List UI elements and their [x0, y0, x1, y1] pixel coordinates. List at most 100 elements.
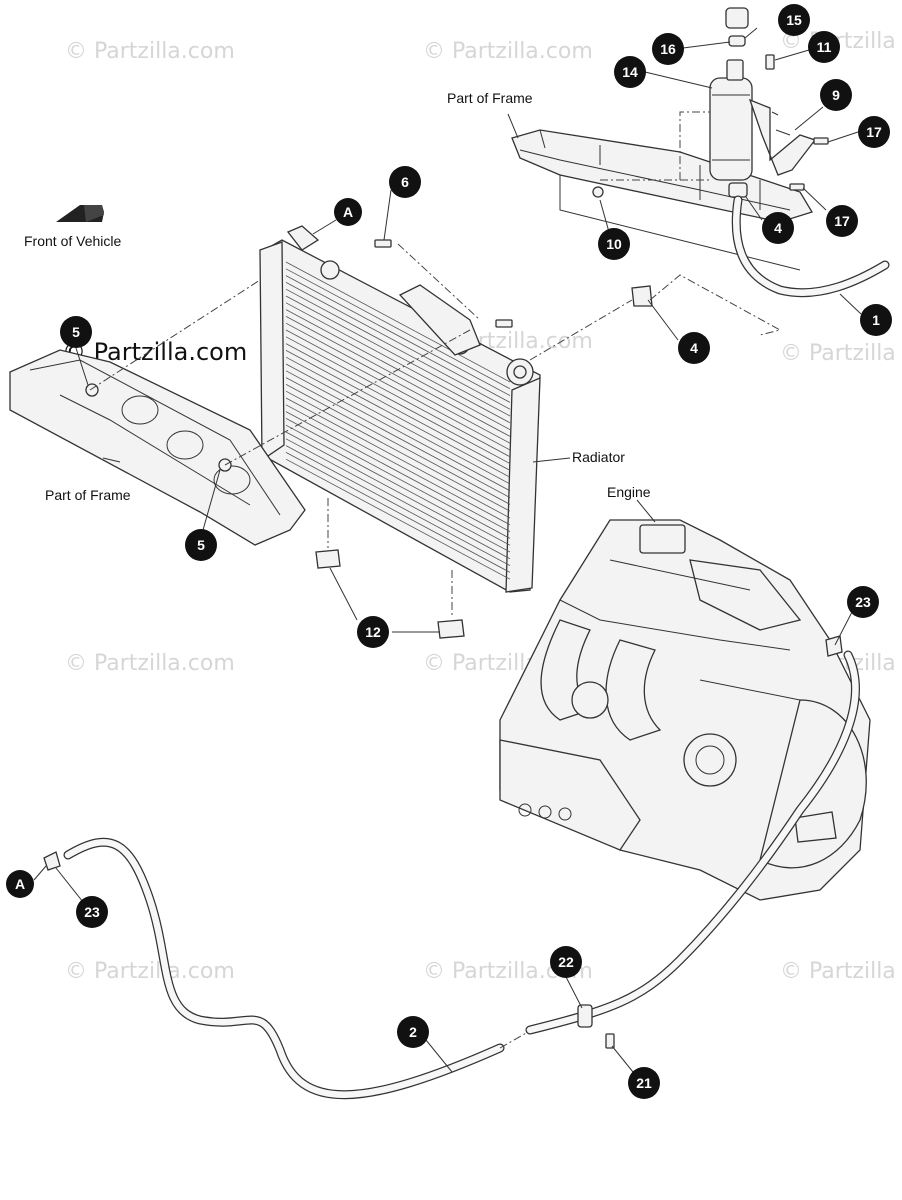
- svg-text:15: 15: [786, 12, 802, 28]
- leader-line: [636, 499, 656, 523]
- front-of-vehicle-label: Front of Vehicle: [24, 233, 121, 249]
- part-of-frame-top-label: Part of Frame: [447, 90, 533, 106]
- radiator-fin: [285, 445, 511, 566]
- radiator-fin: [285, 343, 511, 464]
- svg-text:14: 14: [622, 64, 638, 80]
- watermark: © Partzilla: [780, 959, 896, 984]
- callout-2: 2: [397, 1016, 429, 1048]
- radiator-fin: [285, 288, 511, 410]
- radiator-fin: [285, 329, 511, 451]
- engine: [499, 519, 871, 901]
- callout-1: 1: [860, 304, 892, 336]
- svg-text:17: 17: [866, 124, 882, 140]
- svg-text:4: 4: [774, 220, 782, 236]
- radiator-fin: [285, 397, 511, 519]
- svg-text:23: 23: [855, 594, 871, 610]
- watermark: © Partzilla.com: [65, 39, 235, 64]
- radiator-fin: [285, 377, 511, 498]
- svg-text:10: 10: [606, 236, 622, 252]
- reservoir-bracket: [748, 98, 817, 176]
- coolant-reservoir: [709, 59, 753, 198]
- watermark: © Partzilla: [780, 341, 896, 366]
- svg-text:17: 17: [834, 213, 850, 229]
- hose-clamp: [577, 1004, 593, 1028]
- svg-text:4: 4: [690, 340, 698, 356]
- hose-fitting: [43, 851, 61, 871]
- upper-frame-rail: [511, 129, 813, 271]
- leader-line: [507, 113, 519, 139]
- callout-9: 9: [820, 79, 852, 111]
- lower-frame-rail: [9, 349, 306, 546]
- callout-a: A: [6, 870, 34, 898]
- callout-15: 15: [778, 4, 810, 36]
- callout-17: 17: [858, 116, 890, 148]
- svg-text:A: A: [15, 876, 25, 892]
- radiator-fin: [285, 282, 511, 403]
- radiator-fin: [285, 316, 511, 437]
- radiator-fin: [285, 356, 511, 478]
- radiator-fin: [285, 431, 511, 553]
- svg-text:22: 22: [558, 954, 574, 970]
- callout-11: 11: [808, 31, 840, 63]
- radiator-fin: [285, 275, 511, 396]
- reservoir-cap: [725, 7, 749, 47]
- svg-text:1: 1: [872, 312, 880, 328]
- svg-text:11: 11: [817, 39, 832, 55]
- radiator-fin: [285, 295, 511, 417]
- radiator-fin: [285, 418, 511, 539]
- radiator-fin: [285, 363, 511, 485]
- leader-line: [532, 457, 571, 463]
- callout-12: 12: [357, 616, 389, 648]
- svg-text:16: 16: [660, 41, 676, 57]
- callout-5: 5: [185, 529, 217, 561]
- svg-text:5: 5: [197, 537, 205, 553]
- callout-4: 4: [678, 332, 710, 364]
- hose-fitting: [825, 635, 843, 657]
- radiator-fin: [285, 458, 511, 580]
- svg-text:2: 2: [409, 1024, 417, 1040]
- watermark: © Partzilla.com: [65, 651, 235, 676]
- callouts: 1 2 4 4 5 5 6 9 10 11 12 14 15 16 17 17 …: [6, 4, 892, 1099]
- svg-text:23: 23: [84, 904, 100, 920]
- engine-label: Engine: [607, 484, 651, 500]
- callout-6: 6: [389, 166, 421, 198]
- radiator-fin: [285, 438, 511, 560]
- radiator-fin: [285, 384, 511, 505]
- svg-text:12: 12: [365, 624, 381, 640]
- radiator-fin: [285, 302, 511, 424]
- callout-4: 4: [762, 212, 794, 244]
- radiator-fin: [285, 268, 511, 390]
- radiator-fin: [285, 404, 511, 526]
- svg-text:9: 9: [832, 87, 840, 103]
- watermark: © Partzilla.com: [423, 39, 593, 64]
- callout-17: 17: [826, 205, 858, 237]
- callout-14: 14: [614, 56, 646, 88]
- svg-text:21: 21: [636, 1075, 652, 1091]
- screws: [374, 54, 829, 328]
- front-arrow-icon: [56, 205, 104, 222]
- bleed-screw: [605, 1033, 615, 1049]
- svg-text:6: 6: [401, 174, 409, 190]
- leader-line: [102, 457, 121, 463]
- radiator-grommets: [315, 285, 653, 639]
- dash-line: [600, 111, 710, 181]
- radiator-fin: [285, 424, 511, 546]
- callout-21: 21: [628, 1067, 660, 1099]
- callout-10: 10: [598, 228, 630, 260]
- radiator-fins: [285, 261, 511, 580]
- dash-line: [327, 498, 453, 618]
- callout-23: 23: [847, 586, 879, 618]
- radiator-fin: [285, 261, 511, 383]
- watermark: © Partzilla.com: [65, 959, 235, 984]
- radiator: [259, 225, 541, 593]
- dash-line: [89, 243, 782, 466]
- callout-a: A: [334, 198, 362, 226]
- radiator-fin: [285, 336, 511, 458]
- callout-23: 23: [76, 896, 108, 928]
- radiator-label: Radiator: [572, 449, 625, 465]
- callout-22: 22: [550, 946, 582, 978]
- radiator-fin: [285, 322, 511, 444]
- callout-5: 5: [60, 316, 92, 348]
